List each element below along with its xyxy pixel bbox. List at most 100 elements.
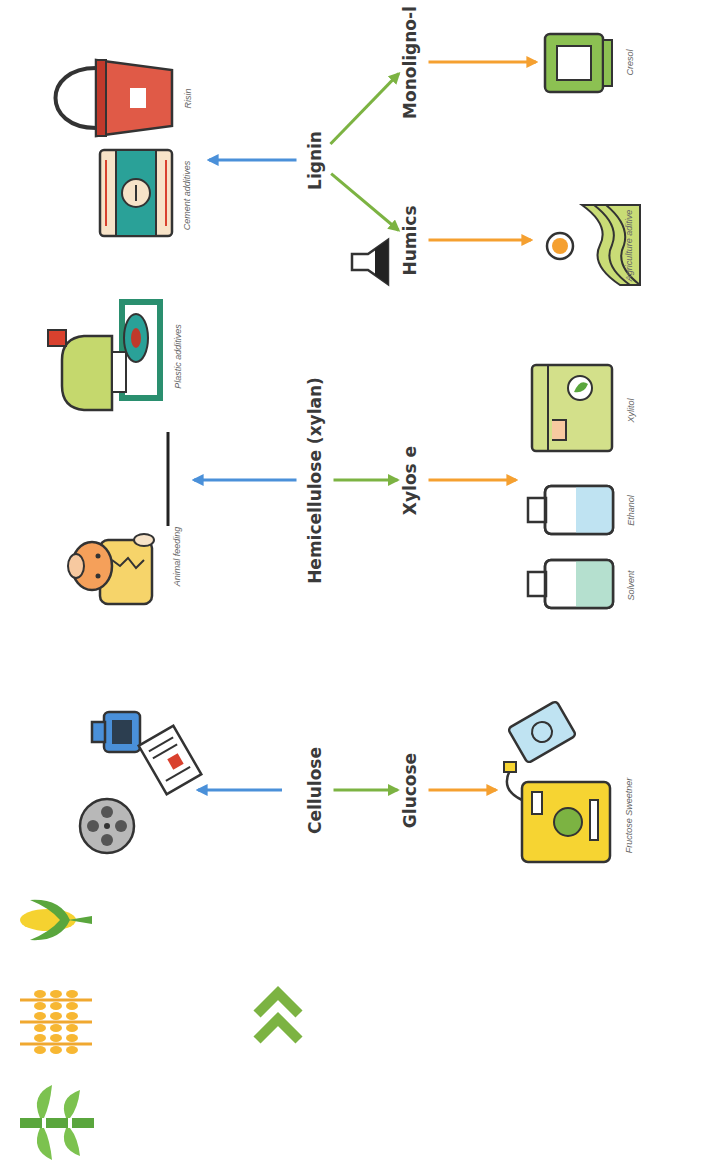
wheat-icon-part-part xyxy=(34,1012,46,1020)
resin-bucket-icon-part xyxy=(96,60,106,136)
sweetener-icon-part xyxy=(554,808,582,836)
wheat-icon-part-part xyxy=(66,990,78,998)
product-caption: Fructose Sweetner xyxy=(625,777,634,853)
resin-bucket-icon-part xyxy=(96,60,172,136)
product-group: Agriculture aditive xyxy=(535,200,640,290)
animal-feed-icon-part xyxy=(134,534,154,546)
product-group: Cresol xyxy=(540,25,640,105)
sugarcane-icon-part xyxy=(64,1128,80,1156)
component-name: Xylos e xyxy=(402,445,419,514)
product-caption: Ethanol xyxy=(626,495,635,526)
plastic-icon-part xyxy=(48,330,66,346)
product-caption: Risin xyxy=(184,88,193,108)
cement-bag-icon-part xyxy=(122,179,150,207)
flow-arrow xyxy=(429,479,517,482)
component-name: Monoligno-l xyxy=(401,6,418,119)
plastic-icon-part xyxy=(122,302,160,398)
newspaper-icon-part-part xyxy=(167,753,183,769)
newspaper-icon-part xyxy=(139,726,202,794)
ethanol-bottle-icon-part xyxy=(545,486,613,534)
agriculture-icon-part xyxy=(547,233,573,259)
plastic-icon-part xyxy=(112,352,126,392)
newspaper-icon-part-part xyxy=(166,767,190,781)
cement-bag-icon-part xyxy=(116,150,156,236)
sweetener-icon-part xyxy=(532,792,542,814)
wheat-icon-part xyxy=(20,999,92,1002)
agriculture-icon-part xyxy=(606,205,640,285)
bottle-icon-part xyxy=(104,712,140,752)
flask-icon xyxy=(352,240,388,284)
xylitol-bag-icon-part xyxy=(532,365,612,451)
flow-arrow xyxy=(429,239,532,242)
film-reel-icon-part xyxy=(115,820,127,832)
solvent-bottle-icon-part xyxy=(545,560,613,608)
component-name: Glucose xyxy=(402,752,419,827)
product-caption: Agriculture aditive xyxy=(625,209,634,281)
component-name: Hemicellulose (xylan) xyxy=(306,377,323,584)
plastic-icon xyxy=(48,302,160,410)
animal-feed-icon-part xyxy=(96,574,101,579)
film-reel-icon-part xyxy=(87,820,99,832)
plastic-icon-part xyxy=(62,336,112,410)
wheat-icon-part xyxy=(20,1021,92,1024)
wheat-icon-part-part xyxy=(50,1012,62,1020)
product-caption: Animal feeding xyxy=(173,526,182,586)
flow-arrow xyxy=(194,479,297,482)
cresol-jar-icon xyxy=(545,34,612,92)
film-reel-icon-part xyxy=(101,806,113,818)
wheat-icon-part-part xyxy=(66,1002,78,1010)
corn-icon-part xyxy=(30,900,70,920)
corn-icon-part xyxy=(30,920,70,940)
wheat-icon-part-part xyxy=(66,1012,78,1020)
wheat-icon-part-part xyxy=(34,1002,46,1010)
newspaper-icon-part-part xyxy=(139,726,202,794)
sugarcane-icon-part xyxy=(72,1118,94,1128)
solvent-bottle-icon-part xyxy=(528,572,546,596)
ethanol-bottle-icon-part xyxy=(545,486,613,534)
xylitol-bag-icon-part xyxy=(574,382,588,392)
component-label: Monoligno-l xyxy=(402,6,419,119)
resin-bucket-icon-part xyxy=(56,68,97,128)
agriculture-icon-part xyxy=(552,238,568,254)
bottle-icon-part xyxy=(92,722,105,742)
bottle-icon xyxy=(92,712,140,752)
product-caption: Solvent xyxy=(627,570,636,600)
sugarcane-icon-part xyxy=(37,1085,52,1118)
resin-bucket-icon-part xyxy=(130,88,146,108)
wheat-icon-part-part xyxy=(34,1024,46,1032)
plastic-icon-part xyxy=(131,328,141,348)
cement-bag-icon-part xyxy=(105,160,107,226)
flow-arrow xyxy=(331,174,398,231)
component-label: Humics xyxy=(402,205,419,275)
wheat-icon-part-part xyxy=(50,1034,62,1042)
flask-icon-part xyxy=(352,240,388,284)
xylitol-bag-icon xyxy=(532,365,612,451)
wheat-icon xyxy=(20,990,92,1054)
wheat-icon-part-part xyxy=(66,1024,78,1032)
flask-icon-part xyxy=(375,240,388,284)
corn-icon-part xyxy=(68,916,92,924)
animal-feed-icon-part xyxy=(112,558,144,568)
ethanol-bottle-icon-part xyxy=(576,487,612,533)
wheat-icon-part xyxy=(34,990,78,1054)
product-group: Fructose Sweetner xyxy=(500,690,640,870)
bottle-icon-part xyxy=(112,720,132,744)
flow-arrow xyxy=(330,74,398,144)
solvent-bottle-icon xyxy=(528,560,613,608)
agriculture-icon xyxy=(547,205,640,285)
sugarcane-icon-part xyxy=(37,1128,52,1160)
product-group: Animal feedingPlastic additives xyxy=(40,300,190,620)
sweetener-icon-part-part xyxy=(508,701,576,764)
wheat-icon-part-part xyxy=(50,1024,62,1032)
flow-arrow xyxy=(429,61,537,64)
corn-icon xyxy=(20,900,92,940)
ethanol-bottle-icon-part xyxy=(528,498,546,522)
product-group: SolventEthanolXylitol xyxy=(520,355,640,620)
solvent-bottle-icon-part xyxy=(545,560,613,608)
product-caption: Cresol xyxy=(626,49,635,75)
sweetener-icon-part xyxy=(504,762,516,772)
cement-bag-icon xyxy=(100,150,172,236)
cement-bag-icon-part xyxy=(135,185,137,201)
xylitol-bag-icon-part xyxy=(547,365,549,451)
